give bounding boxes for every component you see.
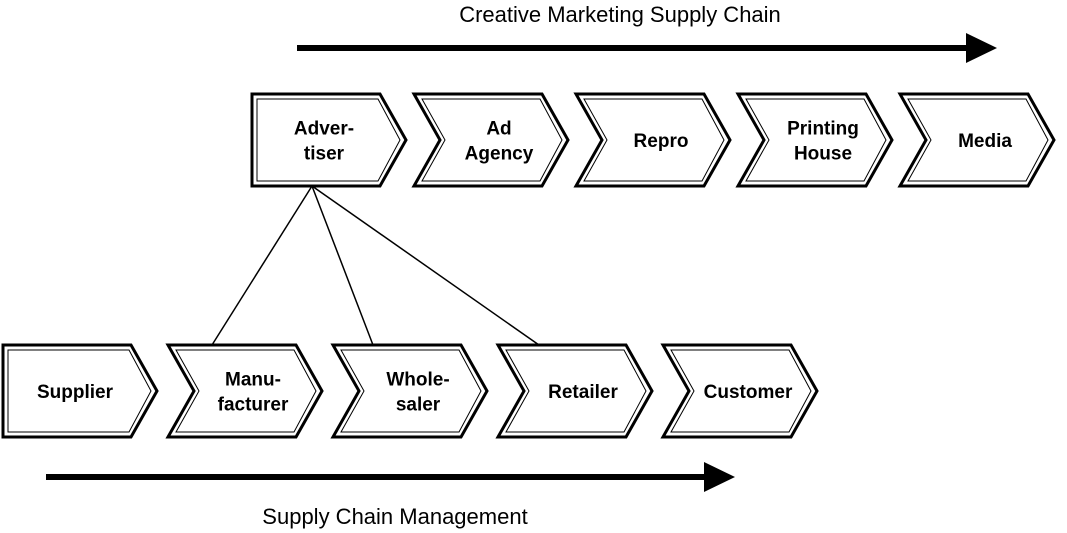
chevron-shape <box>165 343 324 439</box>
chain-step-label: Ad <box>486 119 511 140</box>
chevron-inner-outline <box>670 349 812 433</box>
top-direction-arrow <box>297 33 997 63</box>
chain-step-label: House <box>794 144 852 165</box>
chain-step-supplier: Supplier <box>1 343 159 439</box>
connector-line <box>311 185 374 346</box>
chain-step-label: Repro <box>634 131 689 152</box>
chevron-shape <box>573 92 732 188</box>
chain-step-label: facturer <box>218 395 289 416</box>
chevron-inner-outline <box>421 98 563 182</box>
top-chain: Adver-tiserAdAgencyReproPrintingHouseMed… <box>250 92 1056 188</box>
chain-step-customer: Customer <box>660 343 819 439</box>
chain-step-media: Media <box>897 92 1056 188</box>
bottom-chain: SupplierManu-facturerWhole-salerRetailer… <box>1 343 819 439</box>
chain-step-adver-tiser: Adver-tiser <box>250 92 408 188</box>
chevron-shape <box>495 343 654 439</box>
chain-step-repro: Repro <box>573 92 732 188</box>
bottom-direction-arrow <box>46 462 735 492</box>
connector-lines <box>211 185 540 346</box>
chevron-inner-outline <box>340 349 482 433</box>
chain-step-label: Agency <box>465 144 534 165</box>
chain-step-label: saler <box>396 395 441 416</box>
top-chain-caption: Creative Marketing Supply Chain <box>459 2 781 27</box>
chevron-shape <box>330 343 489 439</box>
chevron-shape <box>897 92 1056 188</box>
chain-step-label: Whole- <box>386 370 449 391</box>
chain-step-label: Media <box>958 131 1012 152</box>
chain-step-manu-facturer: Manu-facturer <box>165 343 324 439</box>
chevron-shape <box>660 343 819 439</box>
chain-step-label: tiser <box>304 144 345 165</box>
chain-step-label: Manu- <box>225 370 281 391</box>
chevron-inner-outline <box>7 349 152 433</box>
chain-step-label: Adver- <box>294 119 354 140</box>
chevron-inner-outline <box>907 98 1049 182</box>
chain-step-label: Customer <box>704 382 793 403</box>
chevron-shape <box>250 92 408 188</box>
chevron-inner-outline <box>583 98 725 182</box>
chevron-shape <box>735 92 894 188</box>
chain-step-label: Supplier <box>37 382 114 403</box>
chevron-inner-outline <box>175 349 317 433</box>
chain-step-retailer: Retailer <box>495 343 654 439</box>
chevron-inner-outline <box>256 98 401 182</box>
connector-line <box>311 185 540 346</box>
chevron-inner-outline <box>745 98 887 182</box>
chain-step-label: Retailer <box>548 382 618 403</box>
connector-line <box>211 185 313 346</box>
chain-step-label: Printing <box>787 119 859 140</box>
bottom-chain-caption: Supply Chain Management <box>262 504 527 529</box>
chevron-shape <box>411 92 570 188</box>
chevron-inner-outline <box>505 349 647 433</box>
chain-step-whole-saler: Whole-saler <box>330 343 489 439</box>
chevron-shape <box>1 343 159 439</box>
